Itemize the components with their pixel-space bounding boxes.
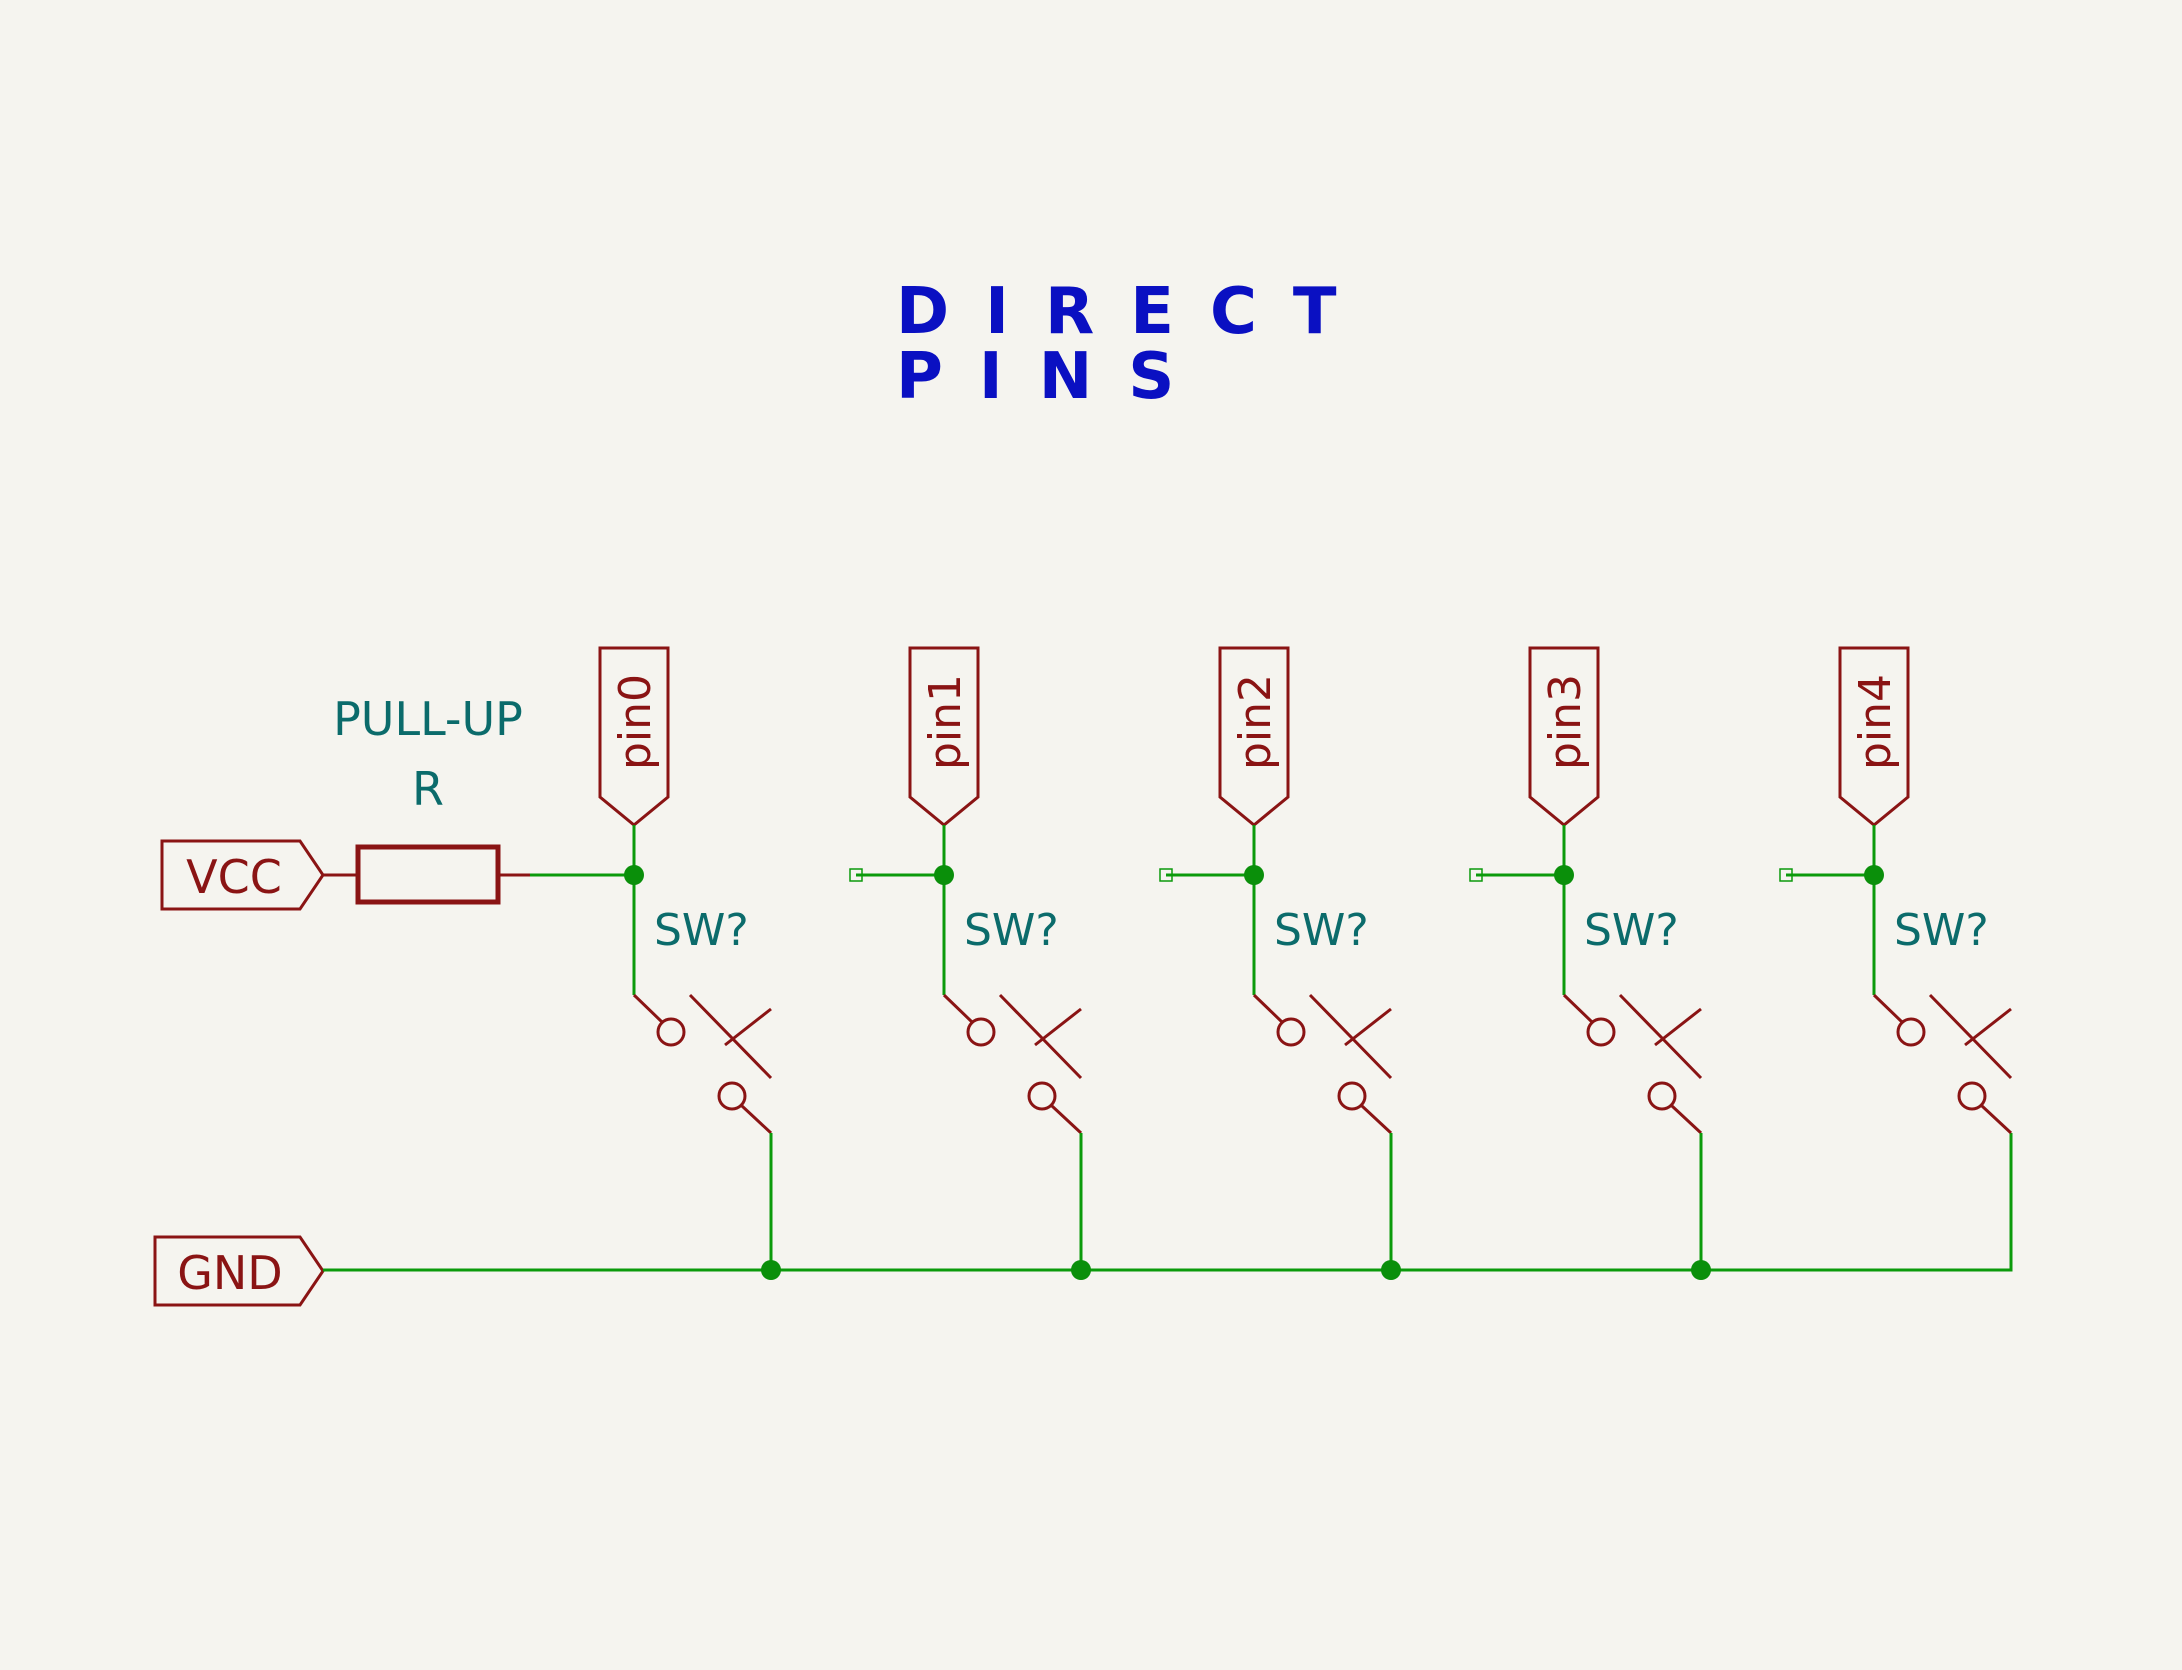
junction-3	[1554, 865, 1574, 885]
resistor-name-line1: PULL-UP	[333, 692, 523, 746]
switch-lead-top-1	[942, 993, 974, 1024]
switch-ref-0: SW?	[654, 905, 749, 956]
switch-contact-top-4	[1896, 1017, 1926, 1047]
resistor-name-line2: R	[412, 762, 444, 816]
switch-plunger-3	[1654, 1007, 1702, 1047]
pin-label-0	[598, 646, 670, 827]
pin-label-4	[1838, 646, 1910, 827]
switch-contact-top-1	[966, 1017, 996, 1047]
junction-4	[1864, 865, 1884, 885]
no-connect-marker-4	[1779, 868, 1793, 882]
switch-contact-top-2	[1276, 1017, 1306, 1047]
pin-label-text-0: pin0	[610, 674, 661, 770]
switch-lead-top-2	[1252, 993, 1284, 1024]
switch-plunger-1	[1034, 1007, 1082, 1047]
gnd-bus	[323, 1133, 2013, 1272]
pin-label-text-3: pin3	[1540, 674, 1591, 770]
switch-lead-bottom-1	[1050, 1104, 1083, 1135]
title-pins: PINS	[896, 340, 1211, 414]
pin-label-text-4: pin4	[1850, 674, 1901, 770]
switch-lead-bottom-4	[1980, 1104, 2013, 1135]
switch-ref-3: SW?	[1584, 905, 1679, 956]
switch-contact-bottom-4	[1957, 1081, 1987, 1111]
switch-lead-top-3	[1562, 993, 1594, 1024]
switch-ref-2: SW?	[1274, 905, 1369, 956]
switch-plunger-2	[1344, 1007, 1392, 1047]
switch-lead-bottom-2	[1360, 1104, 1393, 1135]
title-direct: DIRECT	[896, 275, 1373, 349]
pin-label-3	[1528, 646, 1600, 827]
switch-ref-1: SW?	[964, 905, 1059, 956]
switch-contact-top-3	[1586, 1017, 1616, 1047]
switch-contact-top-0	[656, 1017, 686, 1047]
junction-0	[624, 865, 644, 885]
pin-label-text-1: pin1	[920, 674, 971, 770]
switch-lead-top-4	[1872, 993, 1904, 1024]
switch-ref-4: SW?	[1894, 905, 1989, 956]
gnd-junction-2	[1381, 1260, 1401, 1280]
gnd-label: GND	[153, 1235, 325, 1307]
gnd-junction-0	[761, 1260, 781, 1280]
switch-contact-bottom-1	[1027, 1081, 1057, 1111]
switch-actuator-1	[998, 993, 1083, 1080]
switch-contact-bottom-3	[1647, 1081, 1677, 1111]
switch-lead-top-0	[632, 993, 664, 1024]
switch-contact-bottom-2	[1337, 1081, 1367, 1111]
no-connect-marker-2	[1159, 868, 1173, 882]
switch-lead-bottom-0	[740, 1104, 773, 1135]
vcc-label: VCC	[160, 839, 325, 911]
switch-actuator-3	[1618, 993, 1703, 1080]
gnd-junction-3	[1691, 1260, 1711, 1280]
switch-plunger-0	[724, 1007, 772, 1047]
junction-2	[1244, 865, 1264, 885]
pull-up-resistor	[323, 844, 530, 905]
switch-actuator-0	[688, 993, 773, 1080]
pin-label-2	[1218, 646, 1290, 827]
pin-label-text-2: pin2	[1230, 674, 1281, 770]
switch-plunger-4	[1964, 1007, 2012, 1047]
switch-actuator-2	[1308, 993, 1393, 1080]
vcc-label-text: VCC	[186, 850, 282, 904]
pin-label-1	[908, 646, 980, 827]
no-connect-marker-1	[849, 868, 863, 882]
gnd-label-text: GND	[177, 1246, 282, 1300]
no-connect-marker-3	[1469, 868, 1483, 882]
gnd-junction-1	[1071, 1260, 1091, 1280]
switch-lead-bottom-3	[1670, 1104, 1703, 1135]
switch-actuator-4	[1928, 993, 2013, 1080]
junction-1	[934, 865, 954, 885]
switch-contact-bottom-0	[717, 1081, 747, 1111]
